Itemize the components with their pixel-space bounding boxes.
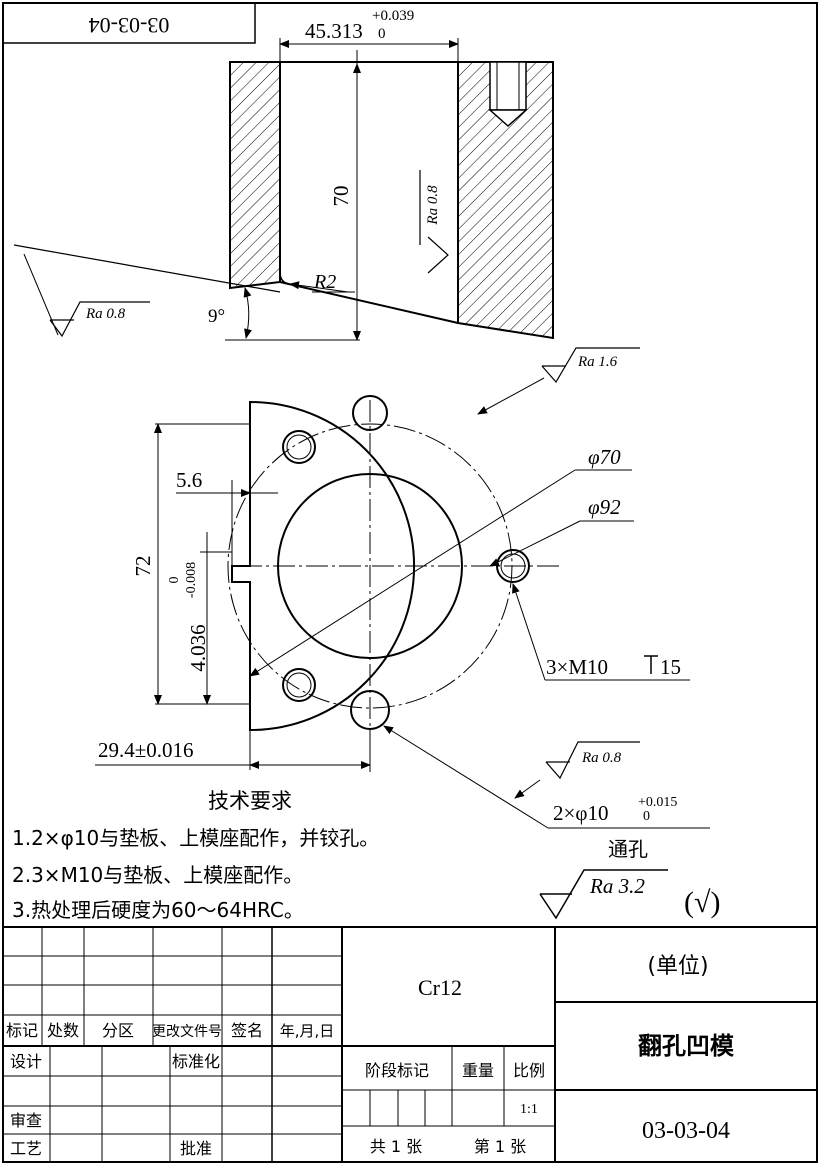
general-roughness-text: Ra 3.2 [589,874,645,898]
general-roughness-symbol: Ra 3.2 (√) [539,869,720,920]
notes-title: 技术要求 [208,789,292,813]
offset-dim-upper: 0 [167,577,182,584]
plan-view: Ra 1.6 φ70 φ92 5.6 72 4.036 0 -0.008 29.… [95,347,710,861]
threaded-hole-3 [282,668,316,702]
standardization-label: 标准化 [172,1052,220,1071]
pin-callout: 2×φ10 [553,801,608,825]
plan-height-dim: 72 [131,556,155,577]
company-text: (单位) [647,954,708,979]
height-dim-70: 70 [329,186,353,207]
pin-roughness-symbol: Ra 0.8 [545,741,640,780]
slot-width-dim: 5.6 [176,468,202,492]
pin-note: 通孔 [608,837,648,861]
plan-width-dim: 29.4±0.016 [98,738,194,762]
rev-header-1: 处数 [47,1021,79,1040]
technical-notes: 技术要求 1.2×φ10与垫板、上模座配作，并铰孔。 2.3×M10与垫板、上模… [12,789,379,922]
stage-mark-label: 阶段标记 [365,1061,429,1080]
scale-label: 比例 [513,1061,545,1080]
material-text: Cr12 [418,975,462,1000]
note-2: 2.3×M10与垫板、上模座配作。 [12,863,303,887]
title-block-text: Cr12 (单位) 翻孔凹模 03-03-04 标记 处数 分区 更改文件号 签… [6,954,735,1158]
outer-contour [231,400,415,732]
outer-roughness-text: Ra 1.6 [577,354,618,370]
note-1: 1.2×φ10与垫板、上模座配作，并铰孔。 [12,826,379,850]
corner-drawing-code: 03-03-04 [89,13,170,38]
rev-header-3: 更改文件号 [152,1024,222,1040]
drawing-no-text: 03-03-04 [642,1118,730,1144]
rev-header-4: 签名 [231,1021,263,1040]
process-label: 工艺 [10,1139,42,1158]
part-name-text: 翻孔凹模 [638,1032,735,1060]
offset-dim-lower: -0.008 [184,562,199,598]
threaded-hole-section [489,61,527,111]
left-wall-section [229,61,281,290]
depth-symbol [644,655,658,674]
threaded-hole-1 [282,430,316,464]
weight-label: 重量 [462,1061,494,1080]
slope-extension-line [13,244,281,293]
section-view: 45.313 +0.039 0 70 Ra 0.8 R2 9° Ra 0.8 [13,8,554,341]
review-label: 审查 [10,1111,42,1130]
dowel-hole-bottom [350,690,390,730]
bore-roughness-text: Ra 0.8 [425,185,441,226]
dowel-hole-top [352,395,388,431]
offset-dim-base: 4.036 [186,624,210,671]
bore-dim-base: 45.313 [305,19,363,43]
outer-dia: φ92 [588,495,621,519]
pin-lower-tol: 0 [643,809,650,824]
pin-upper-tol: +0.015 [638,795,677,810]
thread-callout: 3×M10 [546,655,608,679]
bore-dim-lower-tol: 0 [378,26,386,42]
radius-dim-r2: R2 [313,271,336,293]
sheet-number: 第 1 张 [474,1137,526,1156]
outer-roughness-symbol: Ra 1.6 [541,347,640,384]
design-label: 设计 [10,1052,42,1071]
slope-roughness-symbol: Ra 0.8 [23,253,150,338]
bore-roughness-symbol: Ra 0.8 [419,170,449,274]
general-roughness-suffix: (√) [684,886,720,919]
note-3: 3.热处理后硬度为60～64HRC。 [12,898,304,922]
rev-header-2: 分区 [102,1021,134,1040]
pin-roughness-text: Ra 0.8 [581,750,622,766]
angle-dim-9: 9° [208,306,225,327]
bore-dim-upper-tol: +0.039 [372,8,414,24]
bolt-circle-dia: φ70 [588,445,621,469]
rev-header-5: 年,月,日 [280,1022,335,1040]
title-block [2,926,818,1163]
approve-label: 批准 [180,1139,212,1158]
thread-depth: 15 [660,655,681,679]
slope-roughness-text: Ra 0.8 [85,306,126,322]
corner-code-box: 03-03-04 [2,2,256,44]
total-sheets: 共 1 张 [370,1137,422,1156]
rev-header-0: 标记 [6,1021,38,1040]
scale-value: 1:1 [520,1102,538,1117]
